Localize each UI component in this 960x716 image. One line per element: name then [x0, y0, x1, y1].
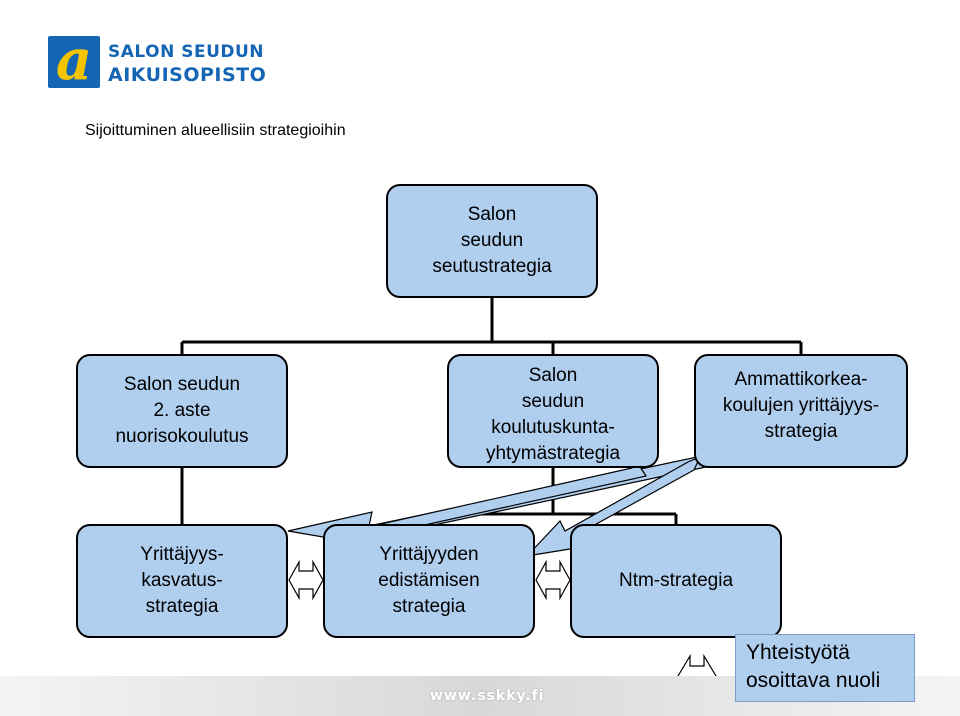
node-ntm-strategia: Ntm-strategia — [570, 524, 782, 638]
node-yrittajyyskasvatus: Yrittäjyys- kasvatus- strategia — [76, 524, 288, 638]
logo-text-line2: AIKUISOPISTO — [108, 64, 267, 86]
logo-mark: a — [48, 30, 100, 90]
slide-heading: Sijoittuminen alueellisiin strategioihin — [85, 122, 346, 139]
node-ammattikorkeakoulut: Ammattikorkea- koulujen yrittäjyys- stra… — [694, 354, 908, 468]
node-koulutuskuntayhtyma: Salon seudun koulutuskunta- yhtymästrate… — [447, 354, 659, 468]
header-band — [0, 0, 960, 110]
footer-url: www.sskky.fi — [430, 688, 545, 704]
double-arrow-b2-b3 — [535, 559, 571, 601]
double-arrow-b1-b2 — [288, 559, 324, 601]
logo-text-line1: SALON SEUDUN — [108, 42, 265, 62]
node-yrittajyyden-edistaminen: Yrittäjyyden edistämisen strategia — [323, 524, 535, 638]
legend-label: Yhteistyötä osoittava nuoli — [735, 634, 915, 702]
logo-letter: a — [55, 27, 93, 93]
organization-logo: a SALON SEUDUN AIKUISOPISTO — [48, 30, 266, 92]
node-nuorisokoulutus: Salon seudun 2. aste nuorisokoulutus — [76, 354, 288, 468]
node-seutustrategia: Salon seudun seutustrategia — [386, 184, 598, 298]
